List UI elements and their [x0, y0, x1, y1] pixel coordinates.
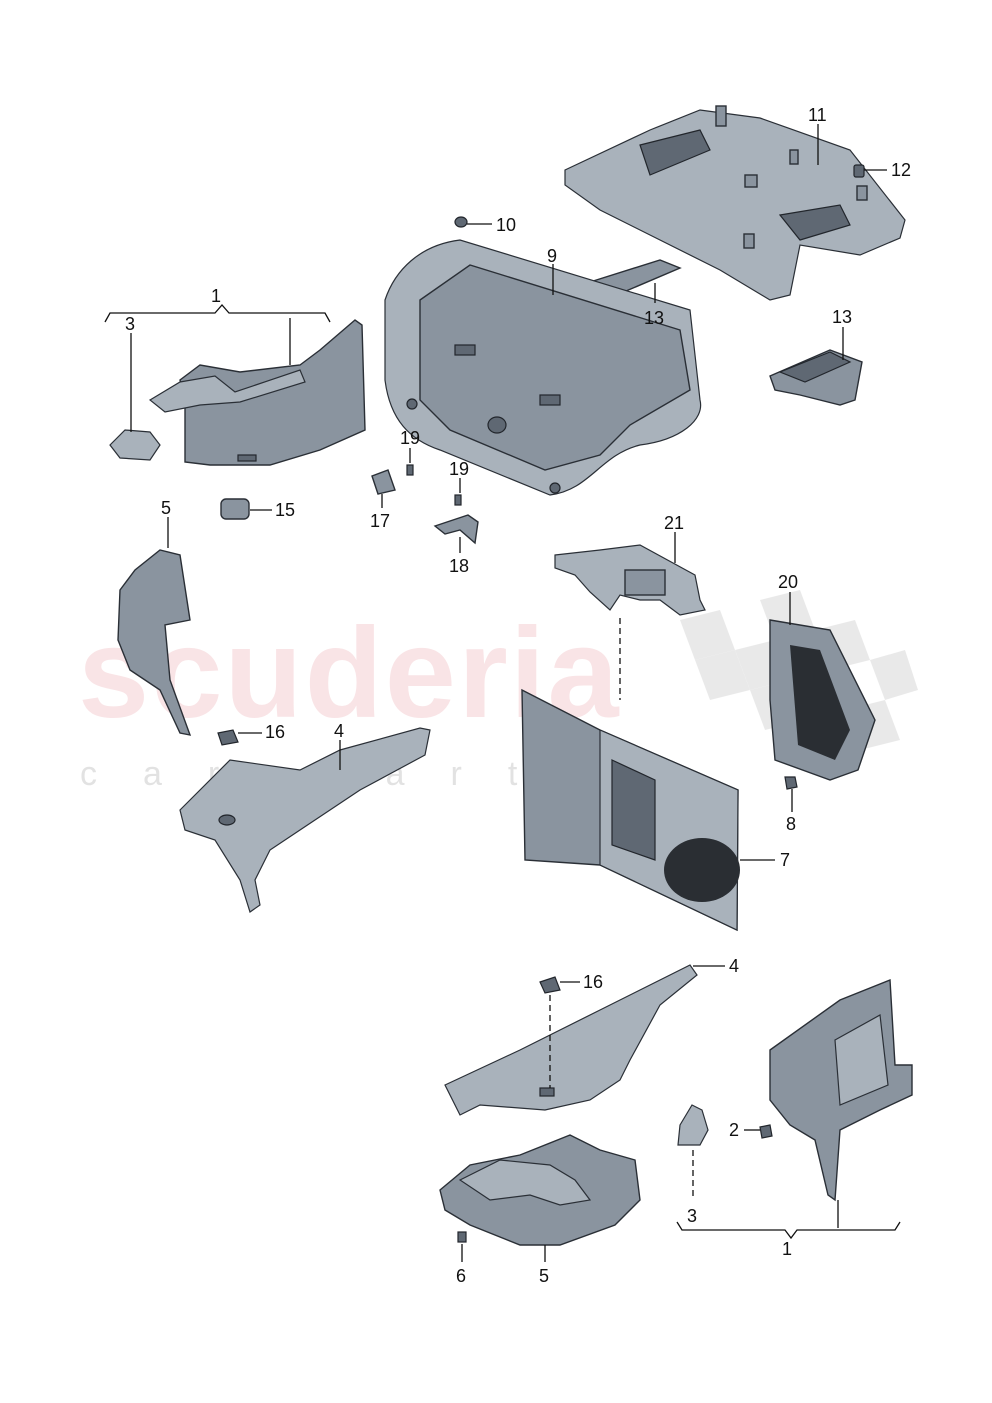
callout-13-b: 13 [832, 307, 852, 327]
callout-21: 21 [664, 513, 684, 533]
part-5-trim-bottom [439, 1134, 641, 1246]
part-2-clip [759, 1124, 773, 1139]
part-11-rear-shelf [564, 105, 906, 301]
callout-9: 9 [547, 246, 557, 266]
part-10-clip [454, 216, 468, 228]
callout-7: 7 [780, 850, 790, 870]
callout-18: 18 [449, 556, 469, 576]
part-9-trunk-lid-trim [384, 239, 702, 496]
part-4-trim-right [444, 964, 698, 1116]
callout-5-left: 5 [161, 498, 171, 518]
callout-11: 11 [808, 105, 827, 125]
part-6-clip [457, 1231, 467, 1243]
callout-2: 2 [729, 1120, 739, 1140]
callout-13-a: 13 [644, 308, 664, 328]
callout-20: 20 [778, 572, 798, 592]
part-3-clip-top [109, 429, 161, 461]
callout-16-left: 16 [265, 722, 285, 742]
callout-1-top: 1 [211, 286, 221, 306]
callout-4-left: 4 [334, 721, 344, 741]
part-20-duct [769, 619, 876, 781]
part-12-clip [853, 164, 865, 178]
callout-19-b: 19 [449, 459, 469, 479]
part-19-screw-b [454, 494, 462, 506]
callout-12: 12 [891, 160, 911, 180]
part-15-cover [220, 498, 250, 520]
part-8-clip [784, 776, 798, 790]
leader-lines [104, 124, 901, 1262]
part-13-bracket-b [769, 349, 863, 406]
callout-10: 10 [496, 215, 516, 235]
callout-5-bottom: 5 [539, 1266, 549, 1286]
part-3-clip-bottom [677, 1104, 709, 1146]
part-17-latch [371, 469, 396, 495]
part-4-trim-left [179, 727, 431, 913]
callout-8: 8 [786, 814, 796, 834]
callout-17: 17 [370, 511, 390, 531]
part-5-trim-left [117, 549, 192, 736]
part-19-screw-a [406, 464, 414, 476]
callout-4-right: 4 [729, 956, 739, 976]
callout-16-right: 16 [583, 972, 603, 992]
part-16-cap-right [539, 976, 561, 994]
part-21-bracket [554, 544, 706, 616]
part-1-side-trim-left [148, 319, 366, 466]
callout-3-bottom: 3 [687, 1206, 697, 1226]
callout-15: 15 [275, 500, 295, 520]
callout-1-bottom: 1 [782, 1239, 792, 1259]
callout-19-a: 19 [400, 428, 420, 448]
part-1-side-trim-right [769, 978, 913, 1202]
part-18-bracket [433, 514, 479, 545]
callout-3-top: 3 [125, 314, 135, 334]
part-16-cap-left [217, 729, 239, 746]
callout-6: 6 [456, 1266, 466, 1286]
part-7-trim-panel [521, 688, 740, 932]
